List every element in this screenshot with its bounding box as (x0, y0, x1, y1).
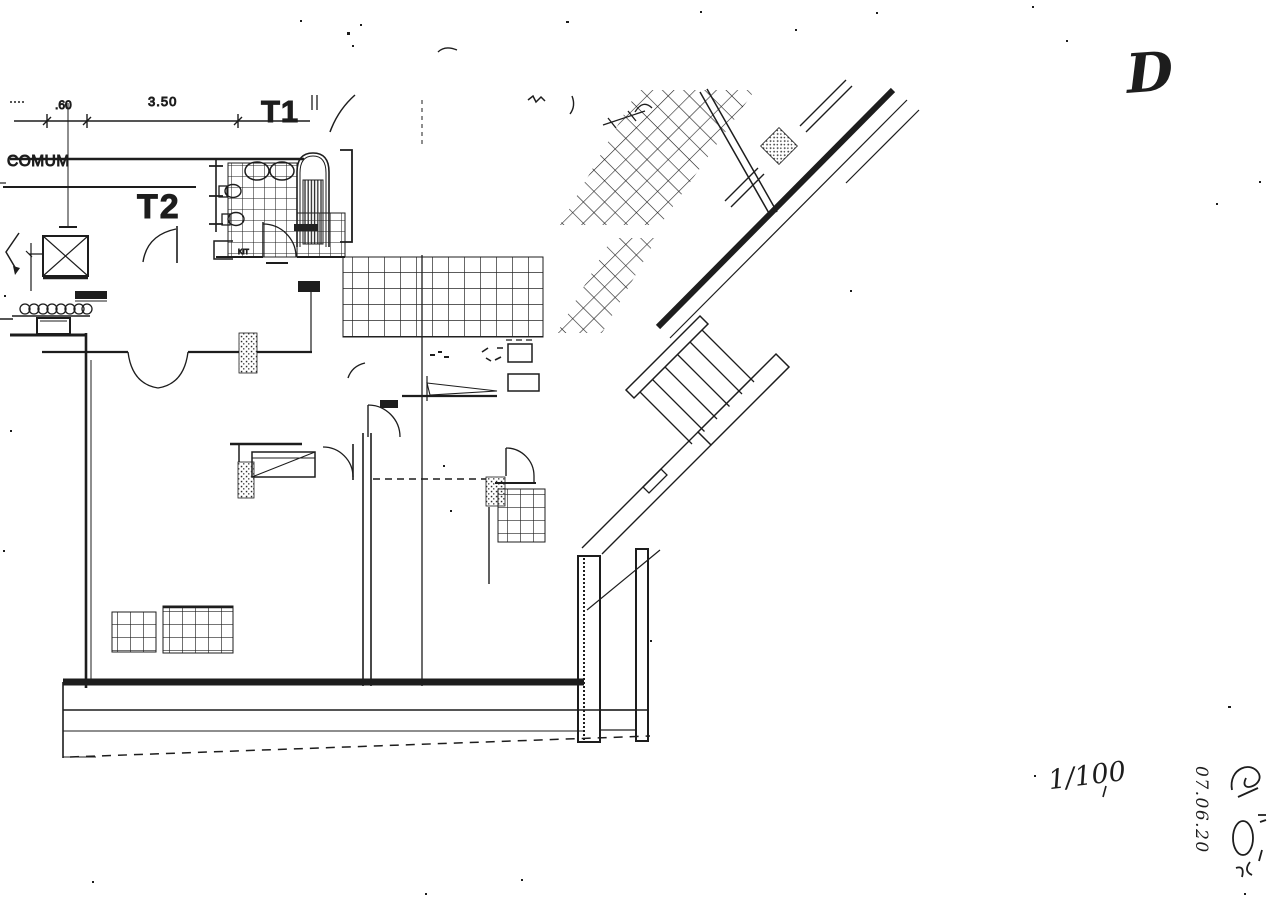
bidet (227, 211, 245, 227)
top-walls-group: COMUM T2 (3, 47, 458, 228)
handwritten-annotations: D 1/100 07.06.20 (1047, 39, 1267, 878)
hall-door-arc (367, 404, 401, 438)
check-mark-scribble (527, 94, 546, 104)
bottom-tile-patches (111, 605, 234, 654)
wall-pier-hatched (238, 332, 258, 374)
kitchen-floor-group (342, 256, 544, 401)
elevator-shaft (42, 235, 89, 277)
entry-door-arc (142, 228, 177, 263)
tile-patch-large (162, 605, 234, 654)
dimension-label-small: .60 (55, 98, 72, 112)
diagonal-tile-floor-1 (560, 90, 755, 225)
staircase-group (581, 314, 791, 611)
scale-annotation: 1/100 (1047, 756, 1128, 796)
diagonal-wall-pier (760, 127, 798, 165)
common-area-label: COMUM (7, 153, 70, 170)
direction-arrow (5, 232, 20, 270)
unit-label-t2: T2 (137, 188, 181, 226)
main-tile-floor (342, 256, 544, 338)
diagonal-corridor-group (527, 79, 920, 339)
planter-circles (19, 303, 93, 315)
kitchen-label: KIT (238, 249, 250, 256)
bathtub (296, 152, 330, 247)
column-left (577, 555, 601, 743)
double-door-arcs (127, 351, 189, 389)
stair-steps (639, 329, 755, 445)
dimension-label-large: 3.50 (148, 94, 177, 109)
dimension-line-group: .60 3.50 T1 (0, 94, 356, 184)
kitchen-tile-patch (497, 488, 546, 543)
stair-stringer-lower (696, 352, 791, 447)
diagonal-partition-wall (699, 88, 778, 216)
toilet (224, 183, 242, 199)
kitchen-door-arc (505, 447, 535, 477)
bathroom-door-arc (262, 223, 297, 258)
column-right (635, 548, 649, 742)
bathroom-group: KIT (209, 149, 353, 264)
terrace-band-group (62, 548, 651, 758)
date-annotation: 07.06.20 (1191, 766, 1211, 854)
unit-label-t1: T1 (261, 94, 299, 129)
corridor-wall (362, 433, 372, 686)
signature-scribble (1230, 766, 1267, 878)
elevator-core-group (5, 232, 89, 291)
unit-walls-group (10, 281, 320, 688)
revision-letter: D (1122, 39, 1175, 106)
sink-left (244, 161, 270, 181)
diagonal-tile-floor-2 (557, 238, 657, 333)
entry-door-group (142, 226, 178, 263)
terrace-dashed-line (69, 735, 651, 758)
scan-noise-specks (3, 6, 1261, 895)
tile-patch-small (111, 611, 157, 653)
ramp-wedge (426, 382, 498, 396)
sink-right (269, 161, 295, 181)
planter-box (36, 317, 71, 335)
stair-stringer-upper (624, 314, 710, 400)
room-door-arc (322, 446, 354, 478)
balcony-group (0, 291, 107, 335)
